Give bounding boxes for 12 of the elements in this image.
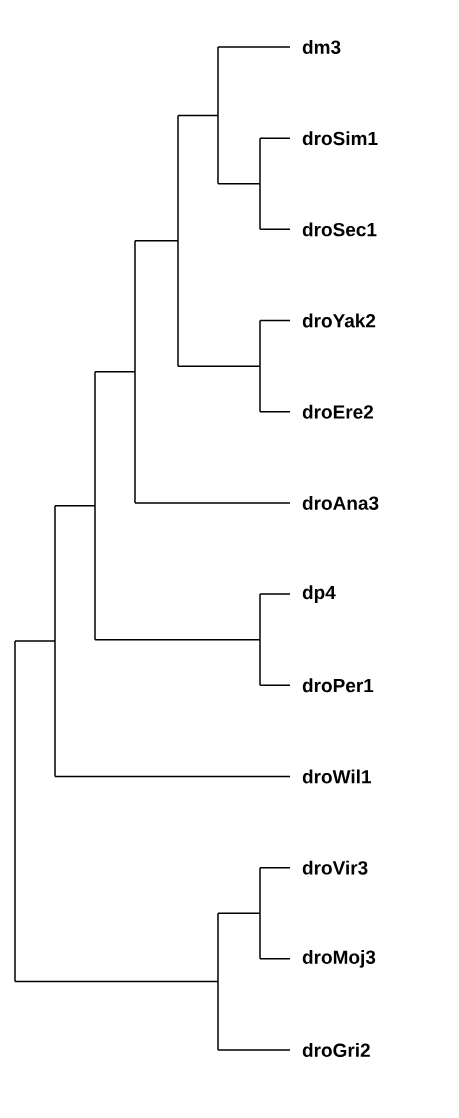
species-label: droAna3	[302, 495, 379, 510]
species-label: droWil1	[302, 769, 371, 784]
species-label: droMoj3	[302, 949, 376, 968]
species-label: dm3	[302, 40, 341, 54]
species-label: droGri2	[302, 1043, 370, 1057]
species-label: droSec1	[302, 222, 377, 237]
species-label: droVir3	[302, 860, 368, 875]
species-label: dp4	[302, 585, 336, 603]
species-label: droPer1	[302, 678, 374, 693]
species-label: droSim1	[302, 131, 378, 146]
species-label: droEre2	[302, 404, 374, 419]
species-label: droYak2	[302, 313, 376, 328]
